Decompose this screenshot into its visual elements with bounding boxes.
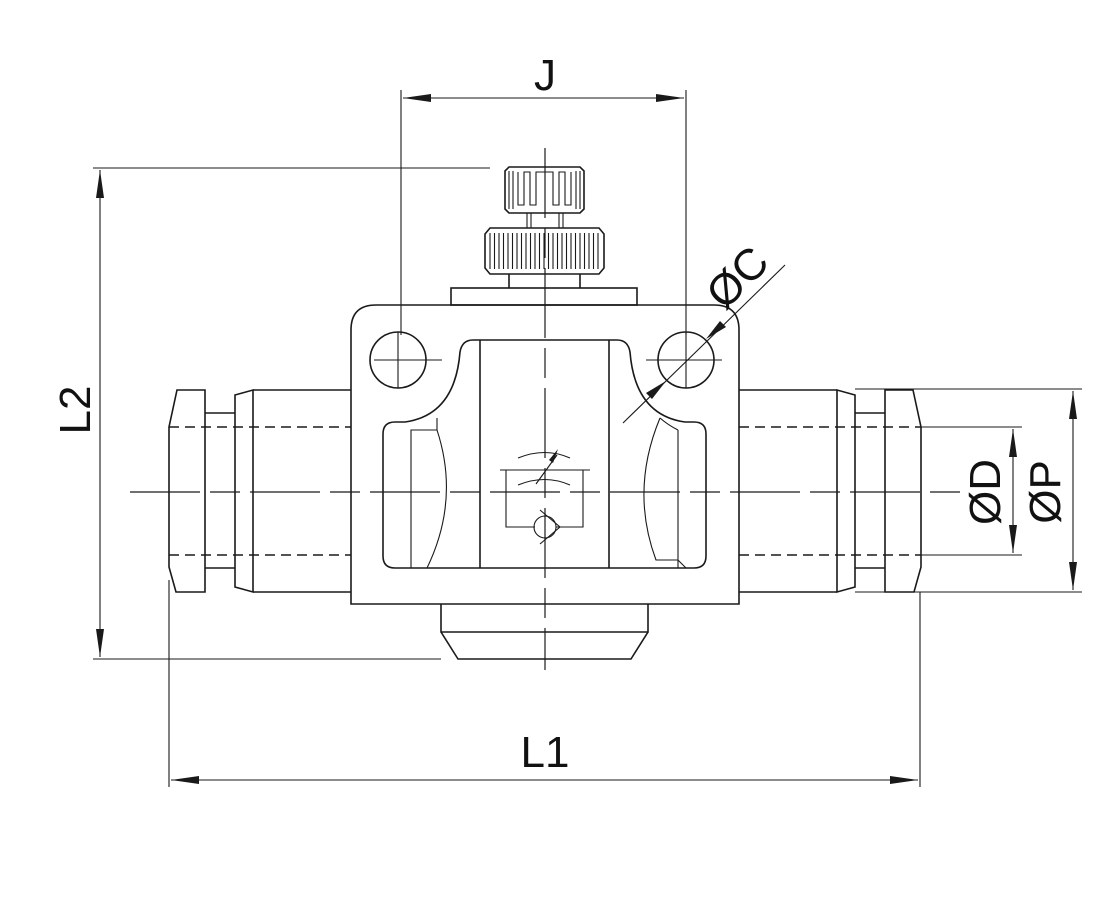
dimension-l2 bbox=[93, 167, 490, 660]
dimension-c bbox=[622, 264, 786, 424]
left-fitting bbox=[168, 388, 351, 594]
label-l1: L1 bbox=[521, 728, 570, 777]
label-c: ØC bbox=[697, 237, 778, 318]
label-p: ØP bbox=[1021, 460, 1070, 524]
dimension-j bbox=[400, 90, 687, 335]
label-j: J bbox=[534, 51, 556, 100]
label-l2: L2 bbox=[51, 386, 100, 435]
dimension-d bbox=[921, 426, 1022, 556]
adjustment-knob bbox=[450, 166, 638, 306]
dimension-p bbox=[855, 388, 1082, 593]
label-d: ØD bbox=[961, 459, 1010, 525]
valve-body bbox=[350, 304, 740, 660]
right-fitting bbox=[739, 388, 922, 594]
dimension-l1 bbox=[168, 580, 921, 787]
flow-control-symbol bbox=[500, 449, 590, 545]
